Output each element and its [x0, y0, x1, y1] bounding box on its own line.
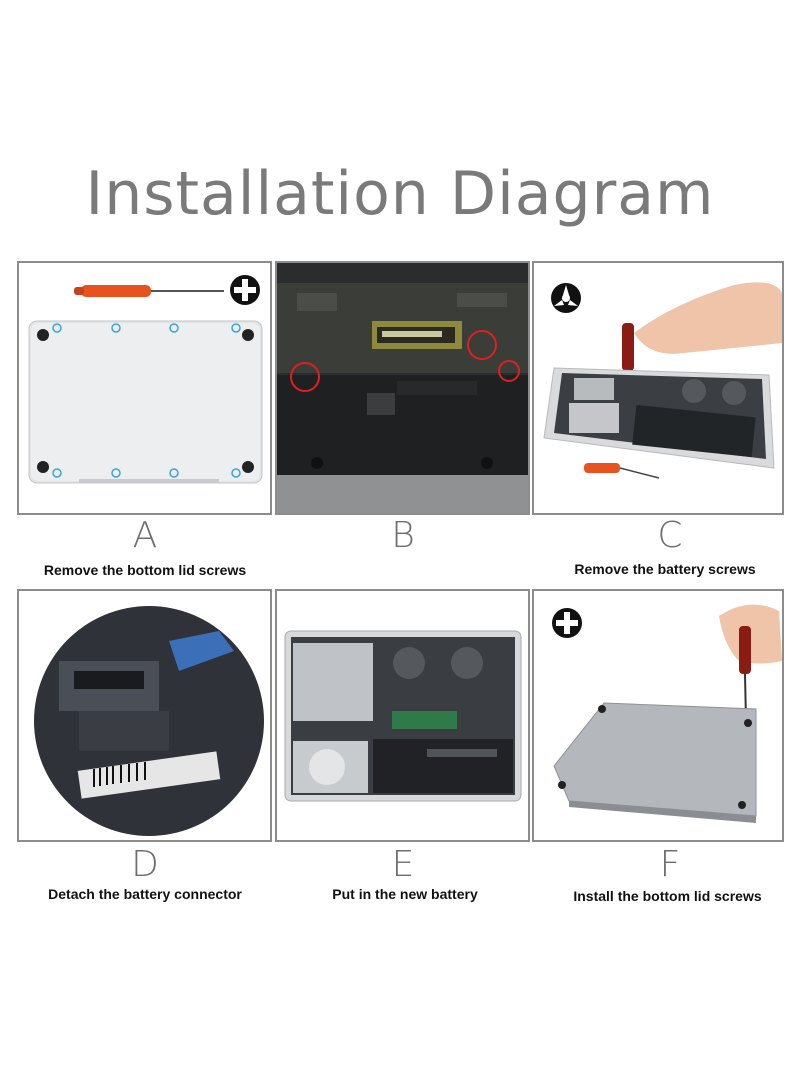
step-c-image	[532, 261, 784, 515]
step-b-image	[275, 261, 530, 515]
phillips-icon	[552, 608, 582, 638]
logic-board	[277, 283, 528, 373]
tri-wing-icon	[551, 283, 581, 313]
step-a-image	[17, 261, 272, 515]
step-c-letter: C	[657, 515, 683, 556]
step-f-caption: Install the bottom lid screws	[573, 888, 762, 904]
step-c-caption: Remove the battery screws	[574, 561, 756, 577]
step-b-letter: B	[391, 515, 415, 556]
step-a-caption: Remove the bottom lid screws	[43, 562, 247, 578]
screw-marker	[111, 468, 121, 478]
rubber-foot	[744, 719, 752, 727]
step-e-image	[275, 589, 530, 842]
step-e-caption: Put in the new battery	[332, 886, 478, 902]
step-a-letter: A	[132, 515, 158, 556]
rubber-foot	[242, 461, 254, 473]
screwdriver-icon	[584, 463, 660, 479]
laptop-bottom-lid	[28, 320, 263, 484]
laptop-open-bottom	[543, 367, 775, 469]
screwdriver-icon	[739, 626, 751, 722]
rubber-foot	[242, 329, 254, 341]
rubber-foot	[37, 329, 49, 341]
screw-marker	[169, 468, 179, 478]
highlight-circle	[290, 362, 320, 392]
screw-marker	[52, 468, 62, 478]
screw-marker	[231, 323, 241, 333]
highlight-circle	[467, 330, 497, 360]
rubber-foot	[558, 781, 566, 789]
step-d-caption: Detach the battery connector	[48, 886, 242, 902]
screwdriver-icon	[74, 285, 224, 297]
step-f-image	[532, 589, 784, 842]
screw-marker	[111, 323, 121, 333]
laptop-bottom-lid	[553, 702, 757, 823]
step-f-letter: F	[659, 844, 681, 885]
screw-marker	[231, 468, 241, 478]
step-d-image	[17, 589, 272, 842]
page-title: Installation Diagram	[85, 159, 715, 229]
step-e-letter: E	[391, 844, 415, 885]
highlight-circle	[498, 360, 520, 382]
phillips-icon	[230, 275, 260, 305]
rubber-foot	[598, 705, 606, 713]
hand	[634, 282, 782, 354]
screw-marker	[169, 323, 179, 333]
step-d-letter: D	[131, 844, 159, 885]
screw-marker	[52, 323, 62, 333]
rubber-foot	[738, 801, 746, 809]
rubber-foot	[37, 461, 49, 473]
new-battery	[373, 739, 513, 793]
connector-closeup	[59, 631, 234, 799]
